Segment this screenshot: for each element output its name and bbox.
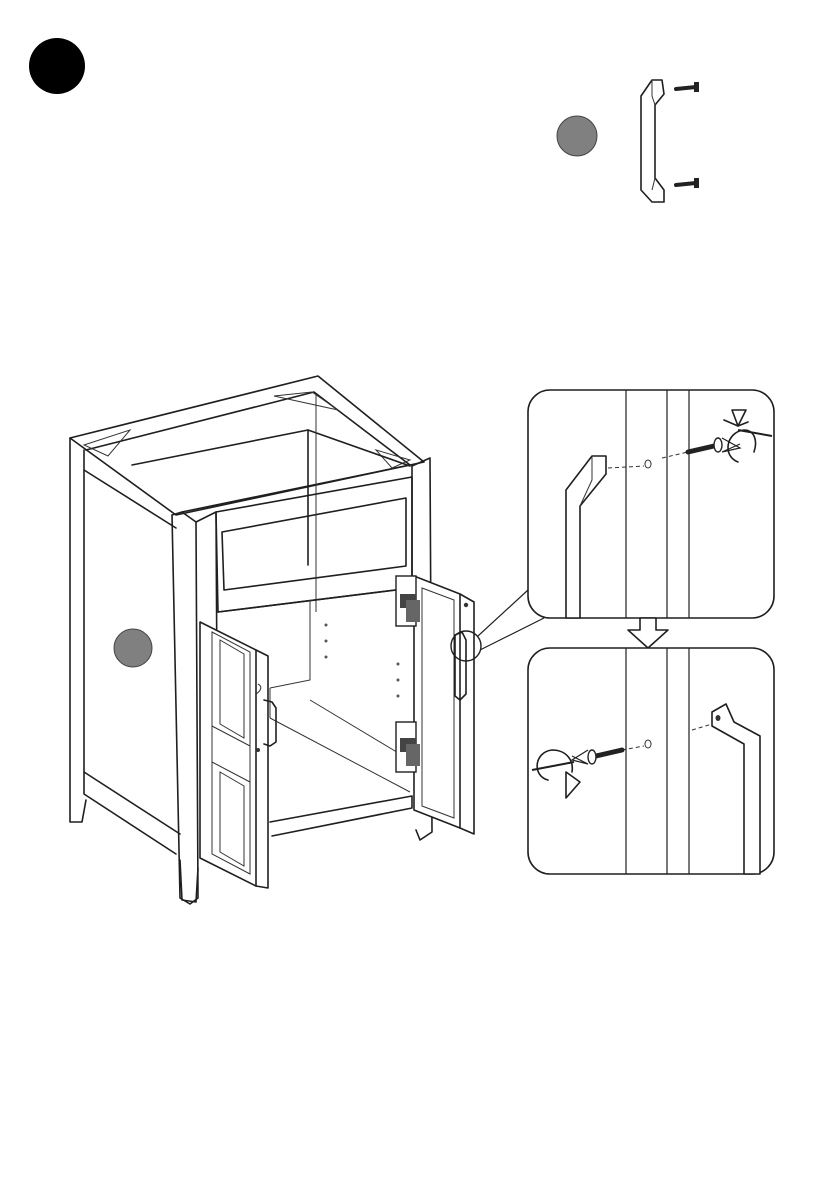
part-callout-marker [557, 116, 597, 156]
screw-icon [676, 82, 699, 92]
door-hinge [396, 722, 420, 772]
detail-panel-top [528, 390, 774, 618]
cabinet-callout-marker [114, 629, 152, 667]
handle-part-icon [641, 80, 664, 202]
detail-panel-bottom [528, 648, 774, 874]
door-hinge [396, 576, 420, 626]
step-number-marker [29, 38, 85, 94]
down-arrow-icon [628, 618, 668, 648]
right-door [414, 576, 474, 834]
screw-icon [676, 178, 699, 188]
left-door [200, 622, 276, 888]
